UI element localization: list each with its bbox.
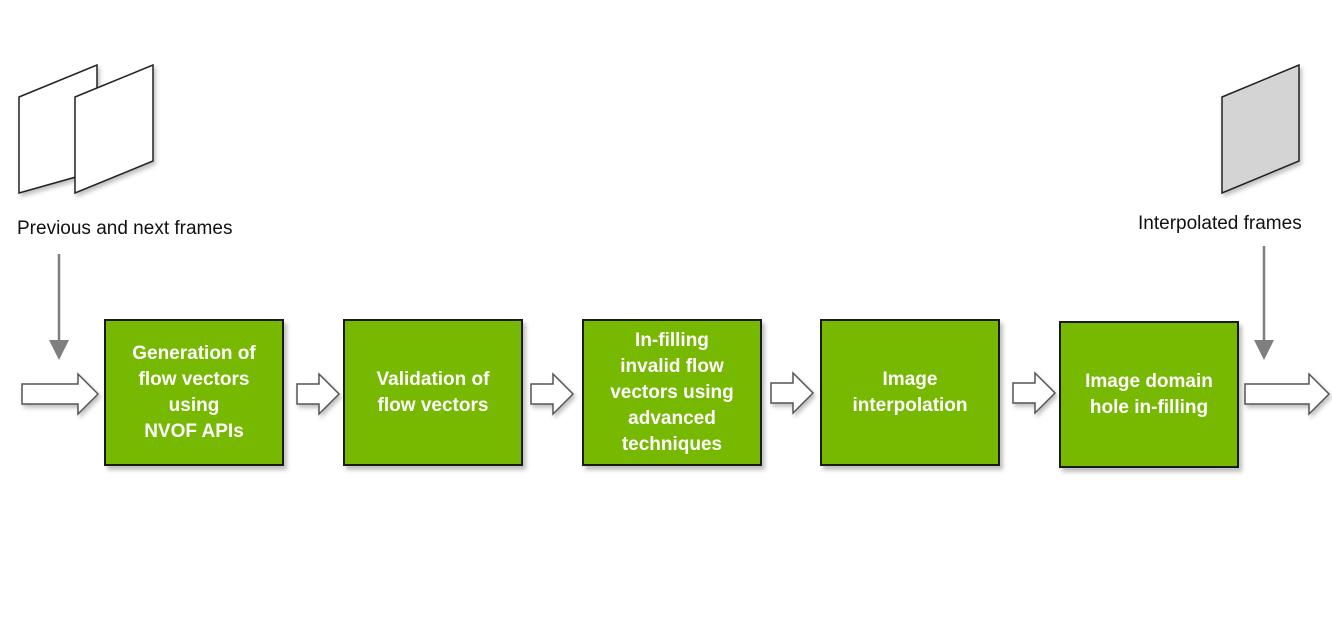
single-gray-frame-icon xyxy=(1221,63,1300,195)
flow-arrow-output-icon xyxy=(1244,372,1331,416)
input-frames-label: Previous and next frames xyxy=(17,218,233,239)
flow-arrow-3-4-icon xyxy=(770,371,815,415)
flow-arrow-4-5-icon xyxy=(1012,371,1057,415)
step-hole-infilling-label: Image domain hole in-filling xyxy=(1085,370,1213,418)
step-interpolation-label: Image interpolation xyxy=(852,368,968,416)
step-hole-infilling-box: Image domain hole in-filling xyxy=(1059,321,1239,468)
flow-arrow-2-3-icon xyxy=(530,372,575,416)
step-infilling-label: In-filling invalid flow vectors using ad… xyxy=(610,329,734,455)
step-validation-label: Validation of flow vectors xyxy=(376,368,490,416)
flow-arrow-1-2-icon xyxy=(296,372,341,416)
flow-arrow-input-icon xyxy=(21,372,100,416)
step-interpolation-box: Image interpolation xyxy=(820,319,1000,466)
next-frame-icon xyxy=(74,63,154,195)
step-generation-box: Generation of flow vectors using NVOF AP… xyxy=(104,319,284,466)
step-validation-box: Validation of flow vectors xyxy=(343,319,523,466)
two-frames-icon xyxy=(18,63,154,195)
step-infilling-box: In-filling invalid flow vectors using ad… xyxy=(582,319,762,466)
step-generation-label: Generation of flow vectors using NVOF AP… xyxy=(132,342,256,442)
output-frames-label: Interpolated frames xyxy=(1138,213,1302,234)
